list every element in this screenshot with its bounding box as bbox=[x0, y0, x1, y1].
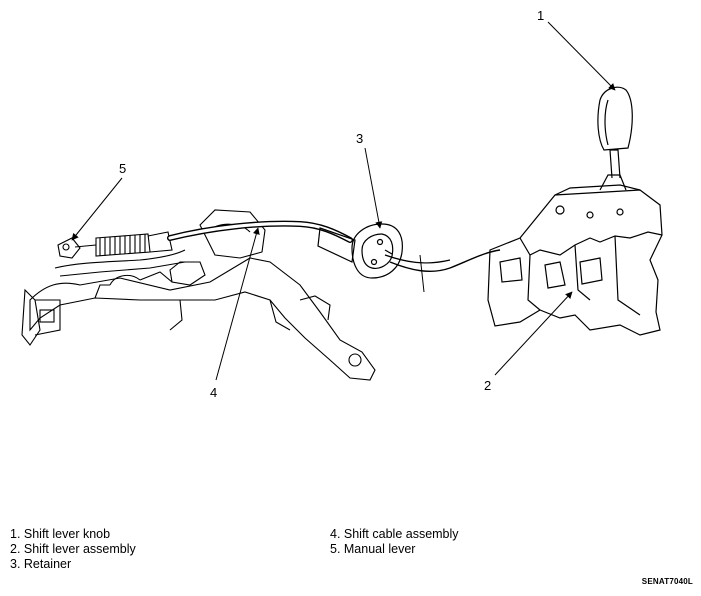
shift-cable bbox=[167, 220, 501, 293]
legend-item-retainer: 3. Retainer bbox=[10, 557, 72, 571]
transaxle-housing bbox=[21, 209, 376, 381]
callout-5: 5 bbox=[119, 161, 126, 176]
shift-cable-diagram: 1 2 3 4 5 bbox=[21, 8, 663, 400]
callout-2: 2 bbox=[484, 378, 491, 393]
callout-3: 3 bbox=[356, 131, 363, 146]
callout-1: 1 bbox=[537, 8, 544, 23]
legend-right: 4. Shift cable assembly 5. Manual lever bbox=[330, 527, 459, 557]
legend-item-shift-cable-assembly: 4. Shift cable assembly bbox=[330, 527, 459, 541]
leader-3 bbox=[364, 147, 383, 229]
leader-4 bbox=[215, 227, 260, 381]
callout-leaders bbox=[71, 21, 616, 381]
shift-lever-knob bbox=[597, 86, 633, 179]
legend-item-shift-lever-knob: 1. Shift lever knob bbox=[10, 527, 111, 541]
manual-lever bbox=[54, 231, 186, 277]
leader-5 bbox=[71, 177, 123, 241]
legend-left: 1. Shift lever knob 2. Shift lever assem… bbox=[10, 527, 136, 572]
legend-item-shift-lever-assembly: 2. Shift lever assembly bbox=[10, 542, 136, 556]
figure-code: SENAT7040L bbox=[641, 577, 693, 586]
legend-item-manual-lever: 5. Manual lever bbox=[330, 542, 416, 556]
callout-4: 4 bbox=[210, 385, 217, 400]
shift-lever-assembly bbox=[487, 174, 663, 336]
leader-2 bbox=[494, 291, 573, 376]
leader-1 bbox=[547, 21, 616, 91]
retainer bbox=[317, 223, 403, 279]
